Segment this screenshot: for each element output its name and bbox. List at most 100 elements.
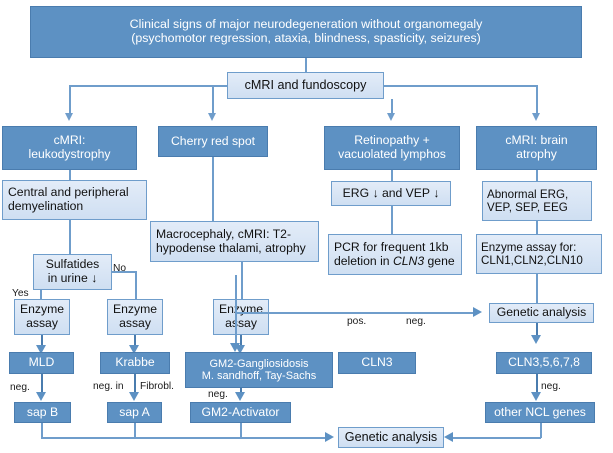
- enzyme-assay-3-line-1: Enzyme: [218, 302, 264, 317]
- edge-activator-down: [240, 423, 242, 438]
- edge-demyelination-to-sulfatides: [69, 220, 71, 254]
- node-genetic-analysis-upper: Genetic analysis: [489, 303, 594, 323]
- node-sulfatides-in-urine: Sulfatides in urine ↓: [33, 254, 112, 290]
- arrow-clnlist-to-other-ncl: [531, 392, 541, 401]
- branch-3-line-2: vacuolated lymphos: [338, 147, 446, 161]
- final-genetic-analysis-label: Genetic analysis: [344, 430, 438, 445]
- macrocephaly-line-2: hypodense thalami, atrophy: [156, 240, 306, 255]
- edge-label-neg-mld: neg.: [10, 382, 30, 393]
- edge-mld-to-sapb: [41, 374, 43, 394]
- node-cln-list: CLN3,5,6,7,8: [496, 352, 592, 374]
- edge-cherry-to-macrocephaly: [212, 157, 214, 221]
- edge-label-neg-gm2: neg.: [208, 389, 228, 400]
- node-title-clinical-signs: Clinical signs of major neurodegeneratio…: [30, 6, 582, 58]
- arrow-root-to-branch-3: [387, 113, 395, 121]
- edge-root-drop-1: [69, 85, 71, 114]
- node-final-genetic-analysis: Genetic analysis: [338, 427, 444, 448]
- pcr-line-2-suffix: gene: [424, 253, 455, 268]
- node-enzyme-assay-3: Enzyme assay: [213, 299, 269, 335]
- edge-clnlist-to-other-ncl: [536, 374, 538, 394]
- krabbe-label: Krabbe: [115, 355, 155, 370]
- arrow-right-to-final-genetic: [444, 432, 453, 442]
- enzyme-for-line-1: Enzyme assay for:: [481, 241, 577, 255]
- edge-label-pos: pos.: [347, 316, 367, 327]
- arrow-root-to-branch-4: [532, 113, 540, 121]
- edge-macrocephaly-to-enzyme-3: [241, 262, 243, 299]
- erg-vep-label: ERG ↓ and VEP ↓: [342, 185, 440, 200]
- edge-root-drop-4: [536, 85, 538, 114]
- arrow-gm2-to-activator: [235, 392, 245, 401]
- enzyme-assay-2-line-2: assay: [119, 316, 151, 330]
- sulfatides-line-2: in urine ↓: [47, 271, 98, 285]
- branch-1-line-1: cMRI:: [53, 133, 86, 148]
- node-enzyme-assay-1: Enzyme assay: [14, 299, 70, 335]
- arrow-krabbe-to-sapa: [129, 392, 139, 401]
- edge-label-no: No: [113, 263, 127, 274]
- edge-pcr-pos-down: [235, 312, 237, 345]
- edge-genetic-to-clnlist: [536, 323, 538, 337]
- edge-root-drop-3: [391, 99, 393, 114]
- node-krabbe: Krabbe: [100, 352, 170, 374]
- sap-b-label: sap B: [26, 404, 59, 419]
- pcr-line-1: PCR for frequent 1kb: [334, 239, 449, 254]
- macrocephaly-line-1: Macrocephaly, cMRI: T2-: [156, 226, 292, 241]
- branch-3-line-1: Retinopathy +: [354, 133, 430, 148]
- node-central-peripheral-demyelination: Central and peripheral demyelination: [2, 180, 147, 220]
- edge-label-neg-in: neg. in: [93, 381, 124, 392]
- edge-atrophy-to-abnormal: [536, 170, 538, 181]
- edge-other-ncl-down: [540, 423, 542, 438]
- arrow-root-to-branch-2: [208, 113, 216, 121]
- node-enzyme-assay-for-cln: Enzyme assay for: CLN1,CLN2,CLN10: [476, 234, 602, 274]
- edge-pcr-down: [235, 275, 237, 313]
- title-line-2: (psychomotor regression, ataxia, blindne…: [131, 31, 481, 45]
- edge-root-bus-left: [69, 85, 228, 87]
- edge-sapa-down: [134, 423, 136, 438]
- cln3-label: CLN3: [361, 355, 393, 370]
- edge-final-bus-left: [41, 437, 326, 439]
- branch-1-line-2: leukodystrophy: [28, 147, 111, 161]
- node-erg-vep: ERG ↓ and VEP ↓: [331, 181, 451, 206]
- branch-4-line-1: cMRI: brain: [505, 133, 568, 148]
- node-sap-a: sap A: [107, 402, 162, 423]
- edge-title-to-root: [305, 58, 307, 72]
- edge-sapb-down: [41, 423, 43, 438]
- edge-label-yes: Yes: [12, 288, 29, 299]
- sap-a-label: sap A: [119, 404, 150, 419]
- abnormal-line-2: VEP, SEP, EEG: [487, 201, 568, 214]
- pcr-gene-name: CLN3: [392, 253, 425, 268]
- demyelination-line-1: Central and peripheral: [8, 185, 129, 200]
- edge-abnormal-to-enzyme-for: [536, 221, 538, 234]
- edge-gm2-to-activator: [240, 388, 242, 395]
- edge-enzyme-3-to-gm2: [240, 335, 242, 347]
- enzyme-assay-2-line-1: Enzyme: [112, 302, 158, 317]
- mld-label: MLD: [28, 355, 55, 370]
- root-label: cMRI and fundoscopy: [244, 78, 367, 93]
- arrow-pcr-pos-to-cln3: [230, 343, 240, 352]
- edge-root-bus-right: [383, 85, 536, 87]
- node-branch-brain-atrophy: cMRI: brain atrophy: [476, 126, 597, 170]
- node-macrocephaly-t2-hypodense: Macrocephaly, cMRI: T2- hypodense thalam…: [150, 221, 319, 262]
- node-branch-leukodystrophy: cMRI: leukodystrophy: [2, 126, 137, 170]
- genetic-analysis-upper-label: Genetic analysis: [496, 305, 587, 320]
- pcr-line-2-prefix: deletion in: [334, 253, 393, 268]
- cln-list-label: CLN3,5,6,7,8: [508, 355, 580, 370]
- edge-krabbe-to-sapa: [134, 374, 136, 394]
- edge-root-drop-2: [212, 85, 214, 114]
- edge-label-fibrobl: Fibrobl.: [140, 381, 174, 392]
- abnormal-line-1: Abnormal ERG,: [487, 188, 569, 202]
- arrow-enzyme-1-to-mld: [36, 345, 46, 354]
- pcr-line-2: deletion in CLN3 gene: [334, 253, 455, 269]
- node-abnormal-erg-vep-sep-eeg: Abnormal ERG, VEP, SEP, EEG: [482, 181, 592, 221]
- edge-pcr-neg-bus: [235, 312, 473, 314]
- node-other-ncl-genes: other NCL genes: [485, 402, 595, 423]
- edge-sulfatides-no-bus: [112, 271, 136, 273]
- node-enzyme-assay-2: Enzyme assay: [107, 299, 163, 335]
- node-mld: MLD: [9, 352, 74, 374]
- gm2-line-1: GM2-Gangliosidosis: [209, 357, 309, 370]
- arrow-mld-to-sapb: [36, 392, 46, 401]
- edge-leuko-to-demyelination: [69, 170, 71, 180]
- enzyme-for-line-2: CLN1,CLN2,CLN10: [481, 254, 583, 267]
- title-line-1: Clinical signs of major neurodegeneratio…: [129, 17, 483, 32]
- demyelination-line-2: demyelination: [8, 199, 84, 213]
